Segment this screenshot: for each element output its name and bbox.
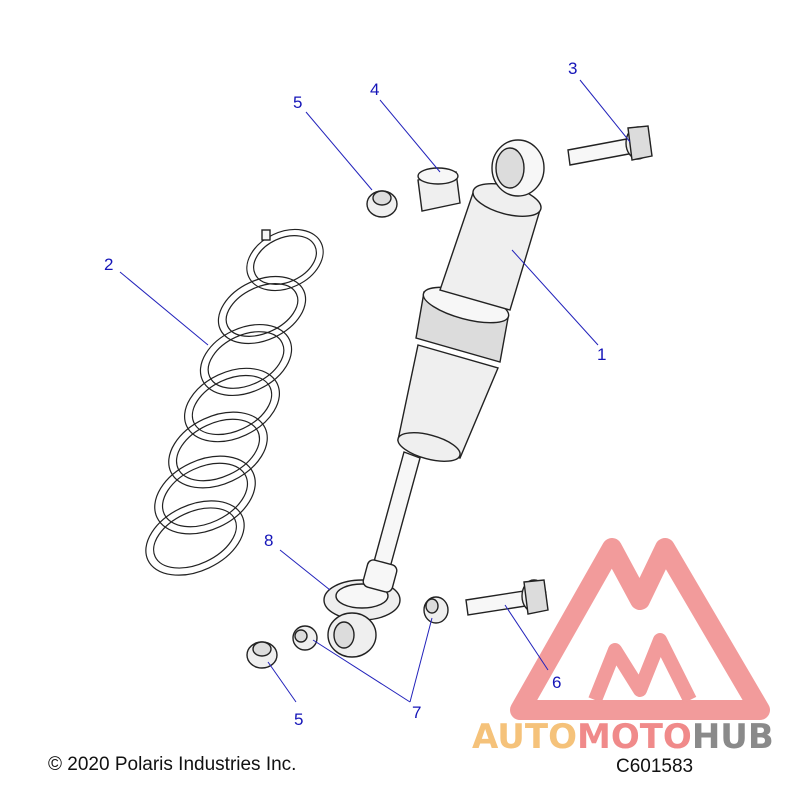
lower-bolt xyxy=(465,579,549,616)
callout-3: 3 xyxy=(568,59,577,78)
callout-6: 6 xyxy=(552,673,561,692)
upper-bolt xyxy=(567,125,653,166)
watermark-inner-mark xyxy=(588,633,697,704)
callouts: 1 2 3 4 5 5 6 7 8 xyxy=(104,59,606,729)
watermark-logo xyxy=(510,538,770,720)
leader-lines xyxy=(119,79,631,703)
lower-bushing-right xyxy=(423,596,449,624)
watermark-text-moto: MOTO xyxy=(577,717,692,757)
coil-spring xyxy=(145,228,324,576)
callout-5-lower: 5 xyxy=(294,710,303,729)
upper-nut xyxy=(366,190,398,218)
callout-8: 8 xyxy=(264,531,273,550)
callout-7: 7 xyxy=(412,703,421,722)
callout-4: 4 xyxy=(370,80,379,99)
bushing xyxy=(417,167,461,212)
copyright-text: © 2020 Polaris Industries Inc. xyxy=(48,754,296,775)
lower-bushing-left xyxy=(292,625,318,651)
lower-nut xyxy=(246,641,278,669)
callout-1: 1 xyxy=(597,345,606,364)
watermark-text-auto: AUTO xyxy=(472,717,577,757)
callout-5-upper: 5 xyxy=(293,93,302,112)
callout-2: 2 xyxy=(104,255,113,274)
watermark-text: AUTOMOTOHUB xyxy=(472,717,774,757)
shock-absorber xyxy=(323,139,545,658)
watermark-text-hub: HUB xyxy=(692,717,774,757)
watermark-triangle-icon xyxy=(510,538,770,720)
diagram-code: C601583 xyxy=(616,756,693,777)
